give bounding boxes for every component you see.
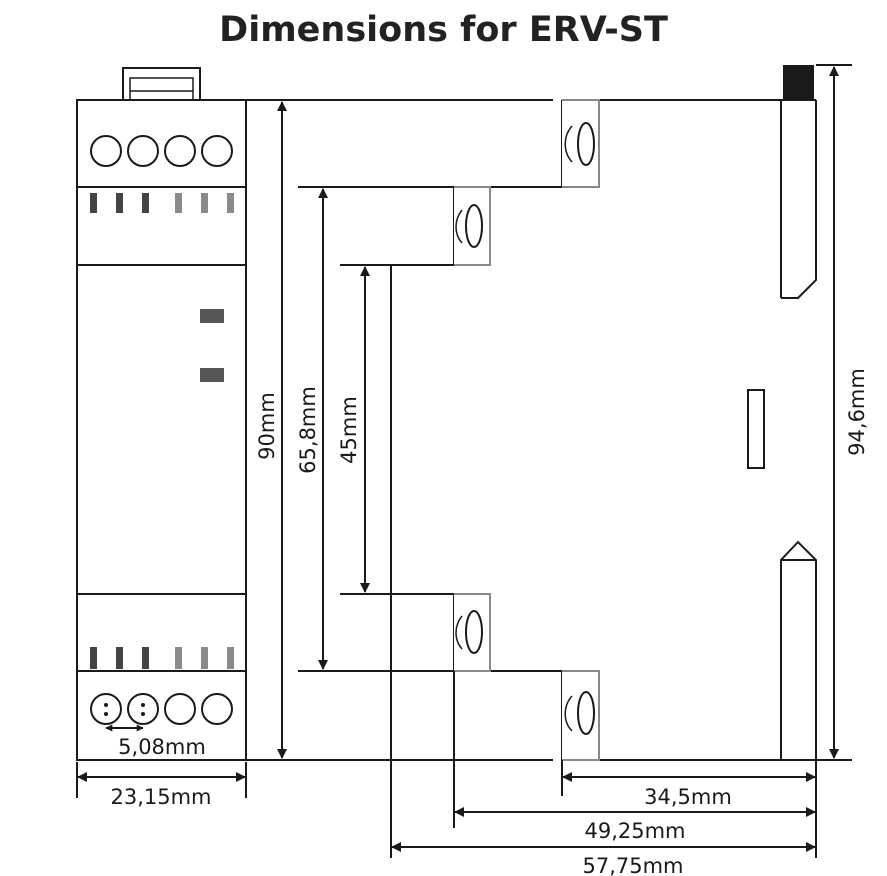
width-dimension bbox=[76, 762, 247, 798]
height-45-label: 45mm bbox=[337, 396, 361, 464]
led-indicator-2 bbox=[200, 368, 224, 382]
height-90-label: 90mm bbox=[255, 392, 279, 460]
pitch-dimension-label: 5,08mm bbox=[118, 735, 206, 759]
front-body bbox=[76, 99, 247, 761]
top-terminal-screws bbox=[90, 135, 233, 167]
height-65-label: 65,8mm bbox=[296, 386, 320, 474]
depth-49-label: 49,25mm bbox=[584, 819, 685, 843]
terminal-center-marks bbox=[104, 703, 145, 716]
bottom-pins bbox=[90, 647, 234, 669]
depth-57-label: 57,75mm bbox=[582, 854, 683, 876]
din-clip-tab bbox=[783, 65, 814, 100]
depth-34-label: 34,5mm bbox=[644, 785, 732, 809]
front-view bbox=[76, 67, 247, 761]
height-94-label: 94,6mm bbox=[845, 368, 869, 456]
top-clip bbox=[122, 67, 201, 100]
height-94-dimension bbox=[816, 64, 852, 759]
diagram-title: Dimensions for ERV-ST bbox=[219, 10, 668, 50]
side-terminal-blocks bbox=[454, 99, 600, 761]
bottom-terminal-screws bbox=[90, 693, 233, 725]
led-indicator-1 bbox=[200, 309, 224, 323]
top-pins bbox=[90, 193, 234, 213]
width-dimension-label: 23,15mm bbox=[110, 785, 211, 809]
